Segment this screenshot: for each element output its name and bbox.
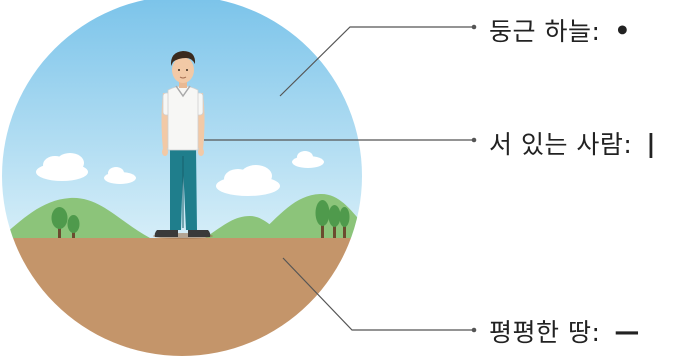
leader-line-sky bbox=[279, 26, 474, 97]
leader-line-ground bbox=[282, 257, 474, 331]
trees-right bbox=[315, 200, 350, 238]
label-flat-ground: 평평한 땅: — bbox=[489, 313, 640, 349]
label-flat-ground-text: 평평한 땅: bbox=[489, 318, 601, 347]
label-round-sky: 둥근 하늘: • bbox=[489, 12, 631, 48]
label-round-sky-text: 둥근 하늘: bbox=[489, 17, 601, 46]
standing-person bbox=[153, 51, 213, 239]
hill-right bbox=[255, 193, 362, 238]
flat-ground bbox=[2, 238, 362, 356]
label-standing-person: 서 있는 사람: | bbox=[489, 125, 656, 161]
trees-left bbox=[51, 207, 80, 238]
cloud-right bbox=[216, 151, 324, 196]
cloud-left bbox=[36, 153, 136, 184]
horizontal-line-symbol: — bbox=[614, 316, 640, 346]
leader-lines bbox=[204, 24, 477, 333]
vertical-line-symbol: | bbox=[646, 128, 656, 158]
label-standing-person-text: 서 있는 사람: bbox=[489, 130, 633, 159]
dot-symbol: • bbox=[614, 15, 631, 45]
